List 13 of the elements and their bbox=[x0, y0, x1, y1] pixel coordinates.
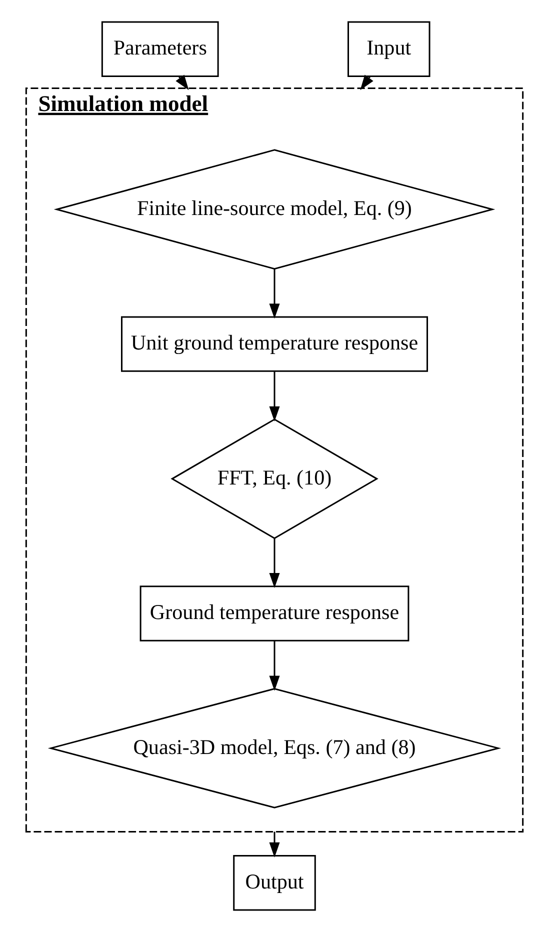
arrow bbox=[269, 372, 280, 422]
arrow bbox=[269, 641, 280, 691]
node-box: Parameters bbox=[101, 21, 219, 77]
node-diamond: FFT, Eq. (10) bbox=[170, 418, 378, 540]
node-box: Output bbox=[233, 855, 316, 911]
node-diamond: Quasi-3D model, Eqs. (7) and (8) bbox=[48, 688, 502, 808]
node-box: Unit ground temperature response bbox=[120, 316, 428, 372]
arrow bbox=[269, 832, 280, 858]
node-diamond: Finite line-source model, Eq. (9) bbox=[54, 149, 496, 270]
arrow bbox=[269, 538, 280, 588]
node-box: Ground temperature response bbox=[140, 586, 410, 642]
node-box: Input bbox=[348, 21, 430, 77]
arrow bbox=[269, 269, 280, 319]
